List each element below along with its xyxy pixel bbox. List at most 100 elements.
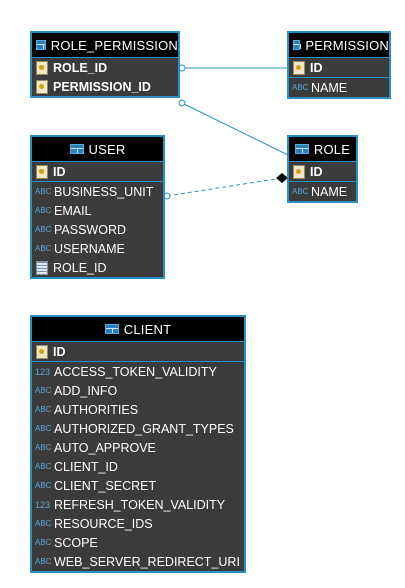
field-label: NAME xyxy=(311,184,348,199)
field-row[interactable]: ROLE_ID xyxy=(32,258,163,277)
field-row[interactable]: ID xyxy=(289,58,389,77)
text-type-icon: ABC xyxy=(35,424,52,433)
text-type-icon: ABC xyxy=(35,519,52,528)
key-section: ROLE_ID PERMISSION_ID xyxy=(32,58,178,96)
text-type-icon: ABC xyxy=(35,462,52,471)
field-label: RESOURCE_IDS xyxy=(54,516,153,531)
text-type-icon: ABC xyxy=(35,206,52,215)
table-icon xyxy=(293,40,302,50)
key-section: ID xyxy=(289,58,389,78)
field-label: PERMISSION_ID xyxy=(53,79,151,94)
field-label: AUTHORIZED_GRANT_TYPES xyxy=(54,421,234,436)
table-icon xyxy=(69,144,84,154)
field-label: ID xyxy=(53,344,66,359)
link-user-role xyxy=(166,177,283,197)
foreign-key-icon xyxy=(36,260,48,275)
field-row[interactable]: ID xyxy=(289,162,356,181)
entity-header: USER xyxy=(32,137,163,162)
text-type-icon: ABC xyxy=(35,557,52,566)
entity-title: ROLE xyxy=(313,141,351,157)
link-role_permission-role xyxy=(181,102,289,156)
entity-title: USER xyxy=(88,141,126,157)
number-type-icon: 123 xyxy=(35,499,51,510)
field-label: AUTO_APPROVE xyxy=(54,440,156,455)
field-label: CLIENT_ID xyxy=(54,459,118,474)
entity-header: CLIENT xyxy=(32,317,244,342)
field-label: WEB_SERVER_REDIRECT_URI xyxy=(54,554,240,569)
table-icon xyxy=(294,144,309,154)
entity-role-permission[interactable]: ROLE_PERMISSION ROLE_ID PERMISSION_ID xyxy=(30,31,180,98)
text-type-icon: ABC xyxy=(35,405,52,414)
field-label: ID xyxy=(53,164,66,179)
field-label: AUTHORITIES xyxy=(54,402,139,417)
field-label: ADD_INFO xyxy=(54,383,118,398)
field-label: USERNAME xyxy=(54,241,125,256)
entity-title: PERMISSION xyxy=(305,37,389,53)
field-label: ROLE_ID xyxy=(53,60,108,75)
text-type-icon: ABC xyxy=(35,244,52,253)
field-label: ID xyxy=(310,60,323,75)
field-label: PASSWORD xyxy=(54,222,126,237)
field-label: REFRESH_TOKEN_VALIDITY xyxy=(54,497,226,512)
table-icon xyxy=(104,324,119,334)
key-icon xyxy=(36,60,48,75)
field-row[interactable]: ID xyxy=(32,162,163,181)
text-type-icon: ABC xyxy=(292,187,309,196)
entity-header: ROLE xyxy=(289,137,356,162)
field-label: ID xyxy=(310,164,323,179)
text-type-icon: ABC xyxy=(35,187,52,196)
text-type-icon: ABC xyxy=(35,225,52,234)
field-label: ROLE_ID xyxy=(53,260,107,275)
key-icon xyxy=(36,164,48,179)
field-label: SCOPE xyxy=(54,535,98,550)
field-row[interactable]: ROLE_ID xyxy=(32,58,178,77)
entity-header: PERMISSION xyxy=(289,33,389,58)
field-row[interactable]: ID xyxy=(32,342,244,361)
text-type-icon: ABC xyxy=(35,481,52,490)
key-section: ID xyxy=(32,162,163,182)
key-icon xyxy=(293,60,305,75)
field-label: NAME xyxy=(311,80,348,95)
text-type-icon: ABC xyxy=(35,386,52,395)
entity-title: CLIENT xyxy=(123,321,172,337)
key-section: ID xyxy=(32,342,244,362)
table-icon xyxy=(36,40,46,50)
field-label: EMAIL xyxy=(54,203,92,218)
field-label: BUSINESS_UNIT xyxy=(54,184,154,199)
link-diamond xyxy=(276,173,288,183)
key-icon xyxy=(36,79,48,94)
link-end-dot xyxy=(178,99,186,107)
text-type-icon: ABC xyxy=(35,443,52,452)
field-row[interactable]: PERMISSION_ID xyxy=(32,77,178,96)
field-label: CLIENT_SECRET xyxy=(54,478,157,493)
key-icon xyxy=(293,164,305,179)
text-type-icon: ABC xyxy=(292,83,309,92)
text-type-icon: ABC xyxy=(35,538,52,547)
number-type-icon: 123 xyxy=(35,366,51,377)
